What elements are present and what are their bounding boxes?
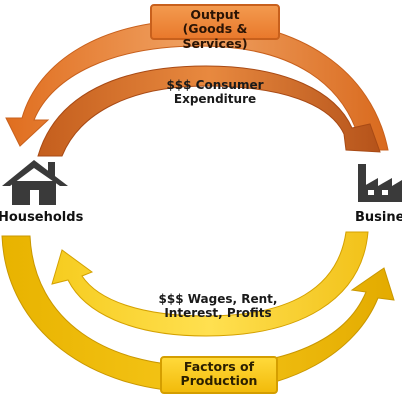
expenditure-flow-arrow — [37, 65, 381, 157]
households-label: Households — [0, 210, 84, 225]
factors-label-line1: Factors of — [183, 359, 255, 374]
factors-label-box: Factors of Production — [160, 356, 278, 394]
factors-flow-arrow — [1, 235, 395, 393]
output-label-box: Output (Goods & Services) — [150, 4, 280, 50]
factors-label-line2: Production — [180, 373, 258, 389]
business-label: Business — [355, 210, 402, 225]
output-flow-arrow — [5, 19, 389, 151]
house-icon — [2, 160, 68, 205]
factory-icon — [358, 164, 402, 202]
expenditure-label-line2: Expenditure — [173, 92, 257, 107]
output-sublabel: (Goods & Services) — [182, 21, 248, 51]
income-label-line1: $$$ Wages, Rent, — [158, 292, 278, 306]
output-label: Output — [190, 7, 240, 22]
expenditure-label: $$$ Consumer Expenditure — [142, 78, 288, 107]
expenditure-label-line1: $$$ Consumer — [166, 78, 264, 92]
income-flow-arrow — [51, 231, 369, 337]
income-label-line2: Interest, Profits — [164, 306, 272, 321]
income-label: $$$ Wages, Rent, Interest, Profits — [140, 292, 296, 321]
